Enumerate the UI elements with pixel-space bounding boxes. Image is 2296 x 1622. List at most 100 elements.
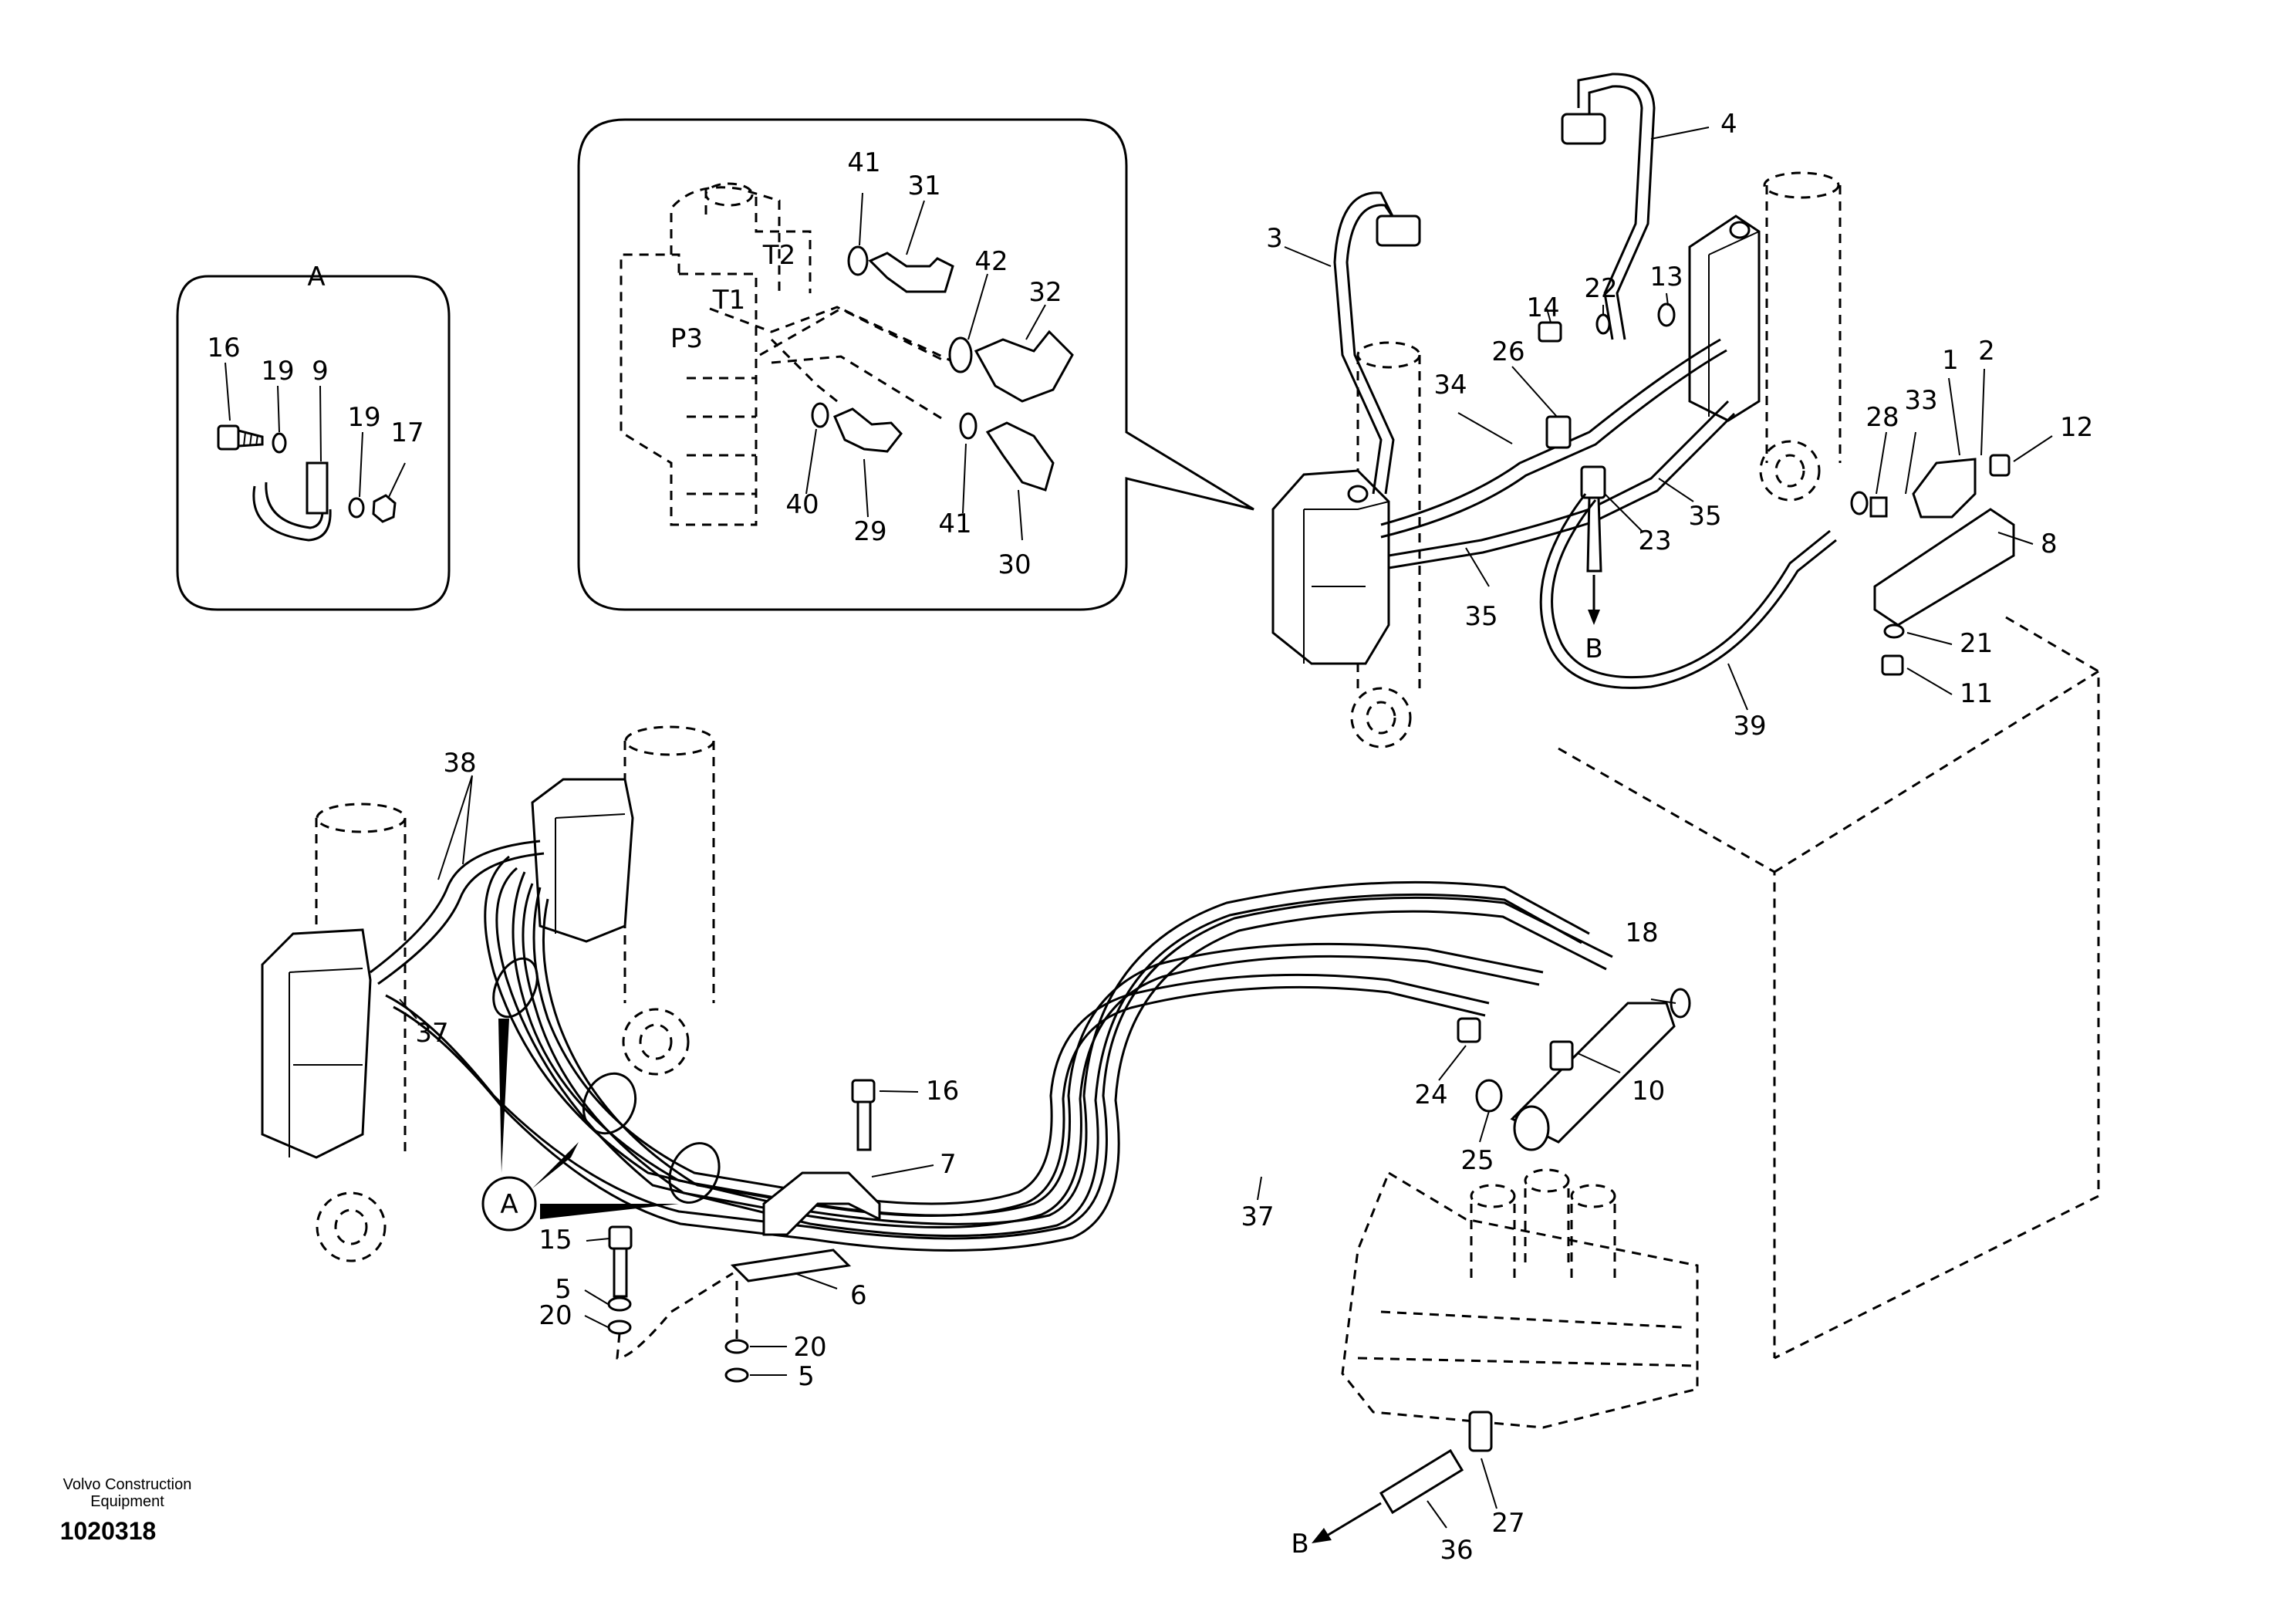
part-label: 7 (940, 1149, 957, 1180)
elbow-fitting-icon (868, 252, 954, 293)
part-label: 33 (1904, 385, 1937, 416)
part-label: 6 (850, 1280, 867, 1311)
bracket-icon (1873, 508, 2015, 627)
clamp-icon (252, 461, 332, 542)
washer-icon (1883, 623, 1905, 639)
part-label: 28 (1866, 402, 1899, 433)
part-label: 18 (1625, 917, 1658, 948)
part-label: 20 (539, 1300, 572, 1331)
part-label: 24 (1414, 1080, 1447, 1110)
part-label: 26 (1491, 336, 1524, 367)
part-label: 35 (1464, 601, 1497, 632)
part-label: 38 (443, 748, 476, 779)
part-label: 8 (2041, 529, 2058, 559)
part-label: 14 (1526, 292, 1559, 323)
part-label: 41 (847, 147, 880, 178)
washer-icon (607, 1320, 632, 1335)
part-label: 15 (539, 1225, 572, 1255)
footer-block: Volvo Construction Equipment 1020318 (60, 1476, 192, 1545)
part-label: 37 (1241, 1201, 1274, 1232)
elbow-fitting-icon (833, 407, 903, 453)
o-ring-icon (1657, 302, 1676, 327)
valve-block-icon (1271, 469, 1390, 665)
o-ring-icon (959, 412, 977, 440)
washer-icon (348, 497, 365, 519)
upper-assembly: B 4 3 13 22 14 26 34 1 2 12 28 33 23 35 … (1266, 73, 2093, 748)
bolt-icon (1538, 321, 1562, 343)
lower-assembly: A B (261, 725, 1699, 1566)
part-label: 3 (1266, 223, 1283, 254)
part-label: 27 (1491, 1508, 1524, 1539)
part-label: 17 (390, 417, 424, 448)
bolt-icon (608, 1225, 633, 1250)
part-label: 32 (1028, 277, 1062, 308)
part-label: 11 (1960, 678, 1993, 709)
nut-icon (372, 494, 397, 523)
tee-fitting-icon (1468, 1411, 1493, 1452)
bolt-icon (217, 424, 264, 451)
manifold-icon (1510, 1002, 1676, 1144)
part-label: 36 (1440, 1535, 1473, 1566)
valve-block-icon (620, 182, 969, 526)
cab-outline (1558, 616, 2100, 1360)
part-label: 12 (2060, 412, 2093, 443)
part-label: 29 (853, 516, 886, 547)
tee-fitting-icon (1545, 415, 1572, 449)
part-label: 42 (974, 246, 1008, 277)
adapter-icon (1379, 1448, 1464, 1515)
part-label: 9 (312, 356, 329, 387)
part-label: 30 (998, 549, 1031, 580)
bolt-icon (1989, 454, 2011, 477)
part-label: 10 (1632, 1076, 1665, 1107)
o-ring-icon (811, 402, 829, 428)
washer-icon (1850, 491, 1869, 515)
washer-icon (272, 432, 287, 454)
bracket-icon (762, 1171, 881, 1236)
o-ring-icon (847, 245, 869, 276)
arrow-label-b: B (1585, 634, 1602, 664)
port-label-p3: P3 (670, 323, 703, 354)
nut-icon (1869, 496, 1888, 518)
part-label: 20 (793, 1332, 826, 1363)
part-label: 1 (1942, 345, 1959, 376)
bolt-icon (851, 1079, 876, 1103)
tee-fitting-icon (1549, 1040, 1574, 1071)
plug-icon (1475, 1079, 1503, 1113)
brand-line-1: Volvo Construction (63, 1476, 192, 1493)
part-label: 37 (415, 1018, 448, 1049)
port-label-t2: T2 (762, 240, 795, 271)
detail-a-panel: A 16 19 9 19 17 (176, 262, 451, 611)
clamp-plate-icon (730, 1249, 852, 1282)
tee-fitting-icon (1580, 465, 1606, 499)
main-control-valve (1341, 1168, 1699, 1429)
detail-a-title: A (307, 262, 325, 292)
switch-icon (1912, 458, 1977, 519)
valve-block-icon (261, 928, 372, 1159)
part-label: 23 (1638, 525, 1671, 556)
arrow-label-b: B (1291, 1529, 1308, 1559)
valve-block-icon (1688, 215, 1761, 422)
part-label: 35 (1688, 501, 1721, 532)
part-label: 5 (798, 1361, 815, 1392)
washer-icon (724, 1367, 749, 1383)
callout-a-label: A (500, 1189, 518, 1220)
part-label: 40 (785, 489, 819, 520)
part-label: 41 (938, 509, 971, 539)
bolt-icon (1881, 654, 1904, 676)
o-ring-icon (948, 336, 973, 373)
part-label: 16 (926, 1076, 959, 1107)
valve-detail-panel: T2 T1 P3 41 31 42 32 40 29 41 30 (577, 118, 1254, 611)
elbow-fitting-icon (974, 329, 1074, 403)
part-label: 25 (1460, 1145, 1494, 1176)
part-label: 21 (1960, 628, 1993, 659)
part-label: 13 (1649, 262, 1683, 292)
valve-block-icon (531, 778, 634, 943)
port-label-t1: T1 (712, 285, 745, 316)
part-label: 4 (1720, 109, 1737, 140)
hose-bundle (370, 840, 1613, 1252)
brand-line-2: Equipment (90, 1493, 164, 1510)
part-label: 16 (207, 333, 240, 363)
part-label: 5 (555, 1274, 572, 1305)
plug-icon (1457, 1017, 1481, 1043)
elbow-fitting-icon (985, 421, 1055, 492)
